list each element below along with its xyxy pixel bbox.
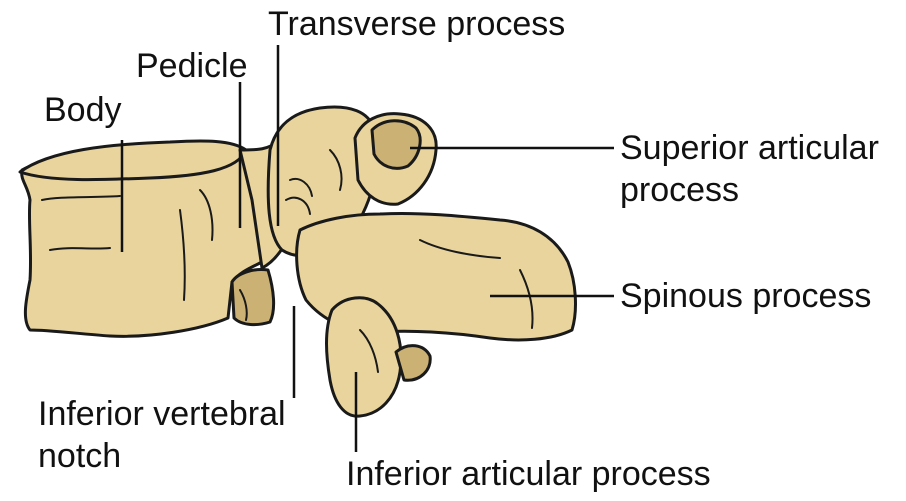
inferior-articular-shadow [396,346,430,381]
notch-shadow [232,270,274,325]
label-superior-articular-line2: process [620,170,739,210]
superior-articular-facet [372,121,420,169]
label-transverse-process: Transverse process [268,4,565,44]
label-inferior-articular-process: Inferior articular process [346,454,711,494]
label-inferior-notch-line1: Inferior vertebral [38,394,286,434]
label-body: Body [44,90,122,130]
inferior-articular-shape [327,298,402,416]
label-inferior-notch-line2: notch [38,436,121,476]
label-spinous-process: Spinous process [620,276,871,316]
label-superior-articular-line1: Superior articular [620,128,879,168]
label-pedicle: Pedicle [136,46,248,86]
